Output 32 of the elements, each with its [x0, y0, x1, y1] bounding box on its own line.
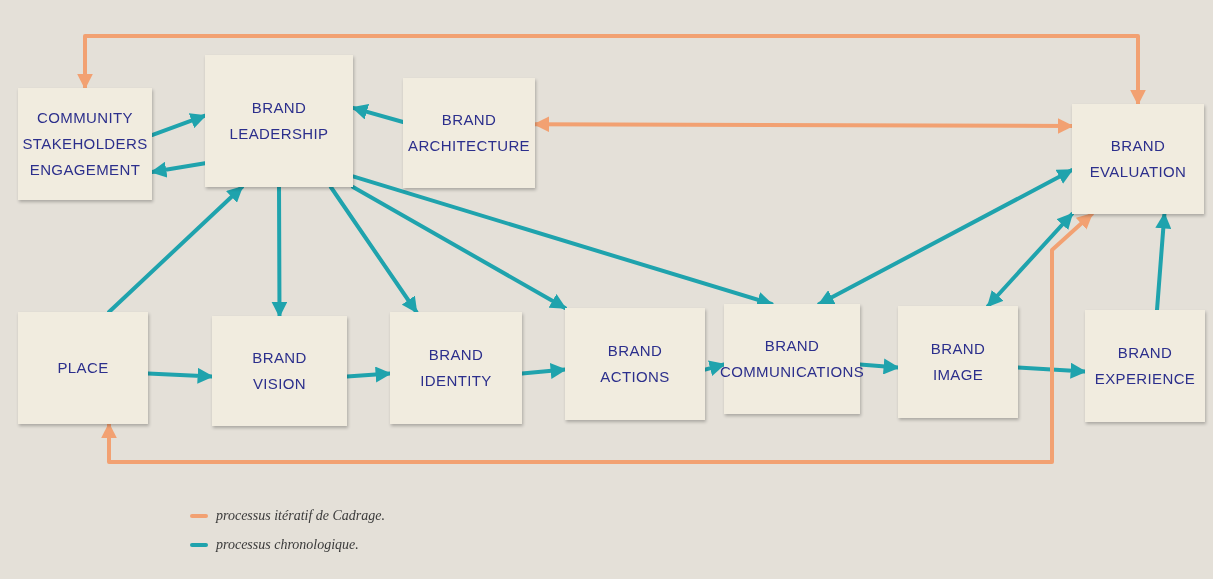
sticky-note	[18, 88, 152, 200]
card-label: BRAND LEADERSHIP	[229, 98, 329, 144]
sticky-note	[565, 308, 705, 420]
legend-text: processus itératif de Cadrage.	[216, 507, 386, 525]
card-label: BRAND COMMUNICATIONS	[719, 336, 865, 382]
sticky-note	[1072, 104, 1204, 214]
card-label: BRAND ARCHITECTURE	[408, 110, 530, 156]
sticky-note	[898, 306, 1018, 418]
sticky-note	[205, 55, 353, 187]
legend-text: processus chronologique.	[216, 536, 359, 554]
card-label: BRAND ACTIONS	[600, 341, 670, 387]
arrow	[1155, 212, 1172, 312]
sticky-note	[403, 78, 535, 188]
arrow	[328, 185, 419, 314]
arrow	[351, 185, 567, 310]
arrow	[101, 212, 1094, 464]
arrow	[77, 34, 1146, 106]
card-label: BRAND IMAGE	[930, 339, 986, 385]
sticky-note	[212, 316, 347, 426]
arrow	[107, 185, 244, 314]
card-label: BRAND EXPERIENCE	[1094, 343, 1196, 389]
sticky-note	[18, 312, 148, 424]
card-label: PLACE	[57, 358, 109, 378]
arrow	[271, 185, 288, 318]
sticky-note	[1085, 310, 1205, 422]
card-label: BRAND IDENTITY	[420, 345, 492, 391]
arrow	[986, 212, 1074, 308]
card-label: COMMUNITY STAKEHOLDERS ENGAGEMENT	[22, 108, 148, 180]
arrow	[817, 168, 1074, 306]
card-label: BRAND VISION	[252, 348, 307, 394]
card-label: BRAND EVALUATION	[1089, 136, 1187, 182]
sticky-note	[390, 312, 522, 424]
